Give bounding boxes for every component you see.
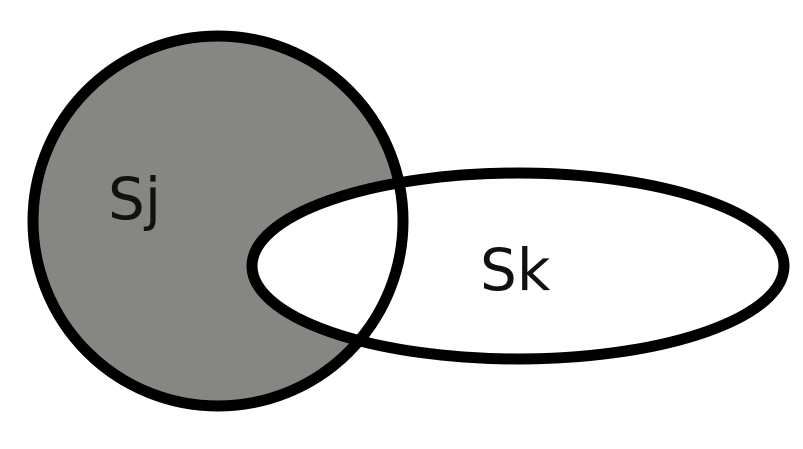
set-sk-label: Sk <box>480 236 551 304</box>
set-sj-outline <box>27 30 409 412</box>
set-sk-outline <box>246 167 790 365</box>
set-sj-label: Sj <box>108 165 161 233</box>
